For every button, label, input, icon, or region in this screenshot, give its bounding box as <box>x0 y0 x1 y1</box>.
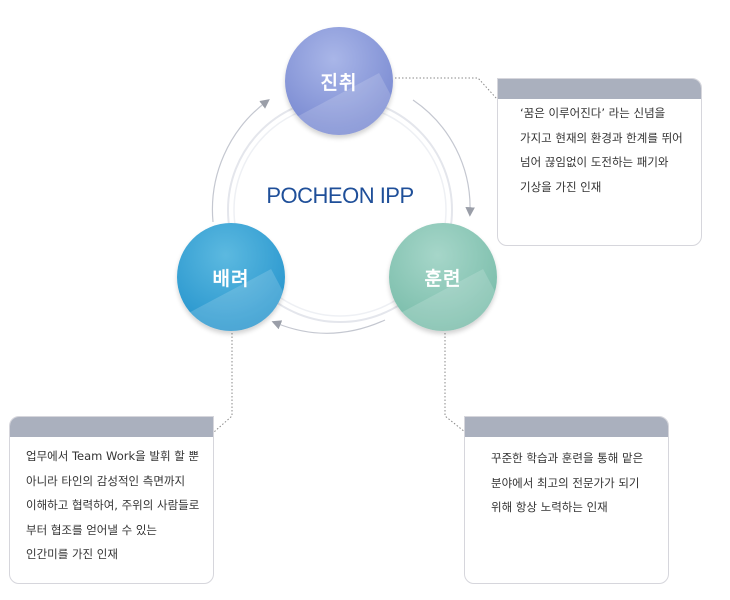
card-header <box>10 417 213 437</box>
node-label: 훈련 <box>424 267 462 290</box>
node-label: 배려 <box>212 267 250 290</box>
card-line: 가지고 현재의 환경과 한계를 뛰어 <box>520 130 683 145</box>
center-title: POCHEON IPP <box>266 183 414 208</box>
card-line: 아니라 타인의 감성적인 측면까지 <box>26 473 186 488</box>
card-line: 위해 항상 노력하는 인재 <box>491 500 608 514</box>
card-jinchwi: ‘꿈은 이루어진다’ 라는 신념을 가지고 현재의 환경과 한계를 뛰어 넘어 … <box>497 78 702 246</box>
card-text: 업무에서 Team Work을 발휘 할 뿐 아니라 타인의 감성적인 측면까지… <box>10 437 213 567</box>
node-hullyeon: 훈련 <box>389 223 497 331</box>
node-label: 진취 <box>320 71 358 94</box>
card-line: 넘어 끊임없이 도전하는 패기와 <box>520 155 669 169</box>
connector-right <box>444 333 466 433</box>
card-line: 분야에서 최고의 전문가가 되기 <box>491 475 640 490</box>
card-text: 꾸준한 학습과 훈련을 통해 맡은 분야에서 최고의 전문가가 되기 위해 항상… <box>465 437 668 520</box>
card-line: 업무에서 Team Work을 발휘 할 뿐 <box>26 449 200 463</box>
cycle-arrow-left <box>211 99 270 223</box>
card-line: 꾸준한 학습과 훈련을 통해 맡은 <box>491 451 644 465</box>
card-hullyeon: 꾸준한 학습과 훈련을 통해 맡은 분야에서 최고의 전문가가 되기 위해 항상… <box>464 416 669 584</box>
card-header <box>465 417 668 437</box>
connector-top <box>395 77 498 100</box>
node-jinchwi: 진취 <box>285 27 393 135</box>
cycle-arrow-bottom <box>271 319 386 334</box>
card-line: 인간미를 가진 인재 <box>26 547 118 561</box>
card-line: 기상을 가진 인재 <box>520 179 602 194</box>
cycle-arrow-right <box>412 99 475 217</box>
card-line: 이해하고 협력하여, 주위의 사람들로 <box>26 498 200 512</box>
card-header <box>498 79 701 99</box>
card-line: 부터 협조를 얻어낼 수 있는 <box>26 522 158 537</box>
card-line: ‘꿈은 이루어진다’ 라는 신념을 <box>520 106 666 120</box>
connector-left <box>213 333 233 433</box>
card-baeryeo: 업무에서 Team Work을 발휘 할 뿐 아니라 타인의 감성적인 측면까지… <box>9 416 214 584</box>
card-text: ‘꿈은 이루어진다’ 라는 신념을 가지고 현재의 환경과 한계를 뛰어 넘어 … <box>498 99 701 199</box>
node-baeryeo: 배려 <box>177 223 285 331</box>
